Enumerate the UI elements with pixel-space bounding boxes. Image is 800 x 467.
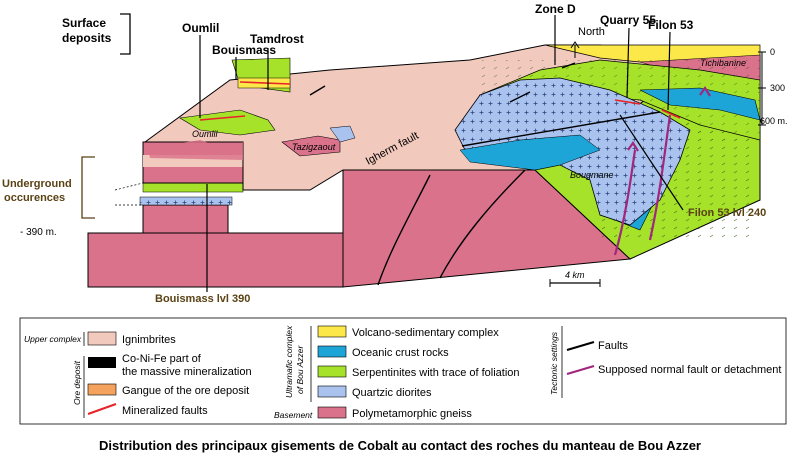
- label-oumlil-small: Oumlil: [192, 129, 219, 139]
- fault-line-2: [439, 169, 526, 279]
- fault-line-4: [509, 91, 531, 103]
- label-tamdrost: Tamdrost: [250, 32, 304, 46]
- legend-faults: Faults: [598, 340, 628, 352]
- legend-box: [19, 317, 787, 425]
- underground-line1: Underground: [2, 178, 72, 190]
- legend-normal-fault: Supposed normal fault or detachment: [598, 364, 781, 376]
- scale-bar: 4 km: [549, 270, 601, 287]
- legend-ignimbrites: Ignimbrites: [122, 334, 176, 346]
- label-zone-d: Zone D: [535, 2, 576, 16]
- label-oumlil: Oumlil: [182, 21, 219, 35]
- step-serpentinite-band: [142, 182, 244, 193]
- swatch-ignimbrites: [87, 331, 117, 346]
- label-tazigzaout: Tazigzaout: [292, 142, 336, 152]
- mineralized-faults: [199, 81, 681, 121]
- legend-cofeni-1: Co-Ni-Fe part of: [122, 353, 202, 365]
- label-bouismass-lvl: Bouismass lvl 390: [155, 293, 250, 305]
- legend-group-ore: Ore deposit: [72, 360, 82, 405]
- legend-group-ultramafic-1: Ultramafic complex: [284, 325, 294, 398]
- faults: [309, 62, 661, 286]
- normal-fault-2: [613, 149, 637, 256]
- underground-line2: occurences: [4, 192, 65, 204]
- label-depth-390: - 390 m.: [20, 227, 57, 238]
- depth-300: 300: [770, 83, 785, 93]
- swatch-normal-fault: [566, 364, 595, 376]
- depth-600: 600 m.: [760, 116, 788, 126]
- fault-line-3: [461, 111, 661, 147]
- legend-cofeni-2: the massive mineralization: [122, 366, 252, 378]
- label-bougmane: Bougmane: [570, 170, 614, 180]
- surface-deposits-line1: Surface: [62, 16, 106, 30]
- legend-gneiss: Polymetamorphic gneiss: [352, 408, 472, 420]
- legend-group-upper: Upper complex: [24, 334, 82, 344]
- swatch-gangue: [87, 383, 117, 396]
- label-tichibanine: Tichibanine: [700, 58, 746, 68]
- block-top-surface: [143, 44, 761, 231]
- figure-caption: Distribution des principaux gisements de…: [99, 438, 701, 453]
- legend-quartzic: Quartzic diorites: [352, 387, 432, 399]
- front-face-step: [142, 204, 229, 234]
- label-filon53: Filon 53: [648, 18, 694, 32]
- legend: Upper complex Ore deposit Ignimbrites Co…: [19, 317, 787, 425]
- swatch-gneiss: [317, 406, 347, 419]
- swatch-volcano: [317, 325, 347, 338]
- swatch-cofeni: [88, 357, 116, 368]
- swatch-quartzic: [317, 385, 347, 398]
- swatch-faults: [566, 341, 595, 351]
- legend-group-tectonic: Tectonic settings: [549, 331, 559, 395]
- label-filon53-lvl: Filon 53 lvl 240: [688, 207, 766, 219]
- depth-0: 0: [770, 47, 775, 57]
- swatch-mineralized-faults: [87, 403, 117, 415]
- legend-gangue: Gangue of the ore deposit: [122, 385, 249, 397]
- legend-oceanic: Oceanic crust rocks: [352, 347, 449, 359]
- label-quarry55: Quarry 55: [600, 13, 656, 27]
- surface-deposits-line2: deposits: [62, 31, 112, 45]
- fault-line-1: [377, 174, 431, 286]
- legend-group-basement: Basement: [274, 410, 313, 420]
- scale-label: 4 km: [565, 270, 585, 280]
- legend-mineralized-faults: Mineralized faults: [122, 405, 208, 417]
- legend-volcano: Volcano-sedimentary complex: [352, 327, 499, 339]
- serpentinite-oumlil: [179, 109, 276, 136]
- normal-faults: [613, 86, 711, 256]
- swatch-oceanic: [317, 345, 347, 358]
- north-label: North: [578, 26, 605, 38]
- legend-group-ultramafic-2: of Bou Azzer: [295, 344, 305, 394]
- fault-line-5: [309, 85, 326, 96]
- fault-line-6: [561, 62, 576, 69]
- swatch-serpentinites: [317, 365, 347, 378]
- label-bouismass: Bouismass: [212, 43, 276, 57]
- normal-fault-1: [648, 114, 672, 241]
- depth-scale: 0 300 600 m.: [758, 47, 788, 126]
- front-face-lower: [87, 232, 344, 288]
- legend-serpentinites: Serpentinites with trace of foliation: [352, 367, 520, 379]
- oceanic-crust: [639, 87, 761, 121]
- north-arrow: North: [570, 26, 605, 58]
- tazigzaout-patch: [281, 135, 341, 157]
